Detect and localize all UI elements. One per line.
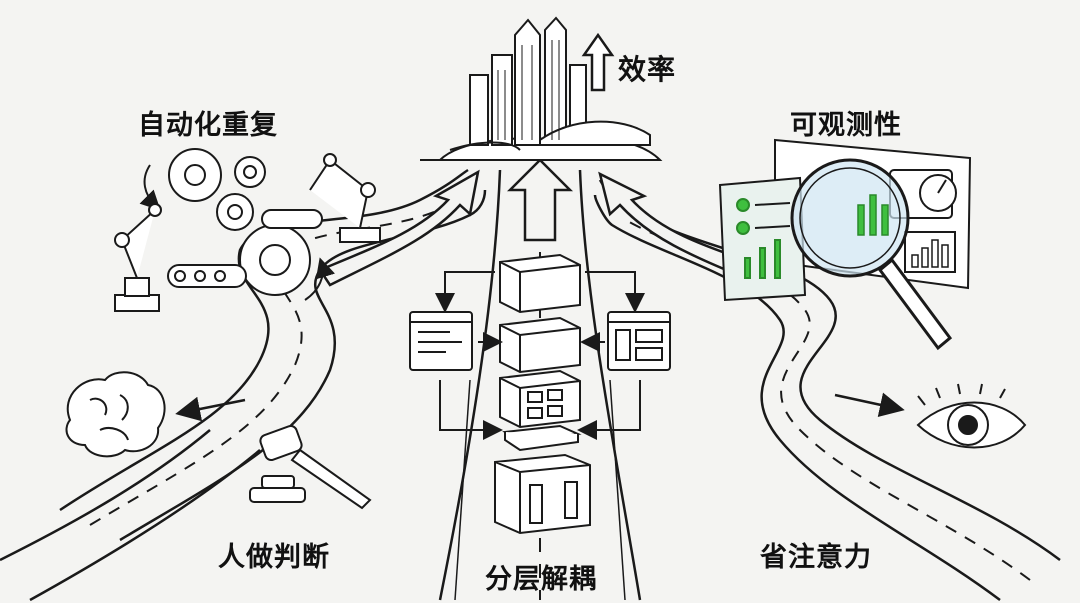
module-stack-icon	[494, 253, 591, 535]
up-arrow-icon	[581, 32, 615, 92]
arrow-right-to-city	[598, 171, 762, 282]
observability-label: 可观测性	[790, 110, 902, 141]
arrow-left-to-city	[318, 169, 480, 287]
magnifier-icon	[790, 158, 953, 351]
save-attention-label: 省注意力	[760, 542, 872, 573]
arrow-center-to-city	[506, 158, 574, 242]
efficiency-label: 效率	[618, 53, 677, 86]
eye-icon	[916, 383, 1027, 449]
left-turn-arrow-icon	[175, 396, 246, 422]
road-center-icon	[438, 169, 642, 601]
gauge-icon	[919, 174, 957, 212]
glass-panel-icon	[718, 176, 807, 302]
decoupling-label: 分层解耦	[485, 564, 597, 595]
human-judgment-label: 人做判断	[218, 542, 330, 573]
robot-arm-icon	[114, 153, 381, 312]
window-panel-right-icon	[607, 311, 671, 371]
right-turn-arrow-icon	[834, 392, 905, 418]
module-flow-arrows	[435, 271, 645, 440]
brain-icon	[65, 371, 166, 458]
gavel-icon	[249, 424, 372, 510]
automation-label: 自动化重复	[138, 110, 278, 141]
window-panel-left-icon	[409, 311, 473, 371]
conveyor-icon	[167, 209, 323, 288]
city-skyline-icon	[420, 16, 663, 161]
gear-icon	[139, 148, 336, 301]
bar-chart-icon	[911, 239, 949, 268]
